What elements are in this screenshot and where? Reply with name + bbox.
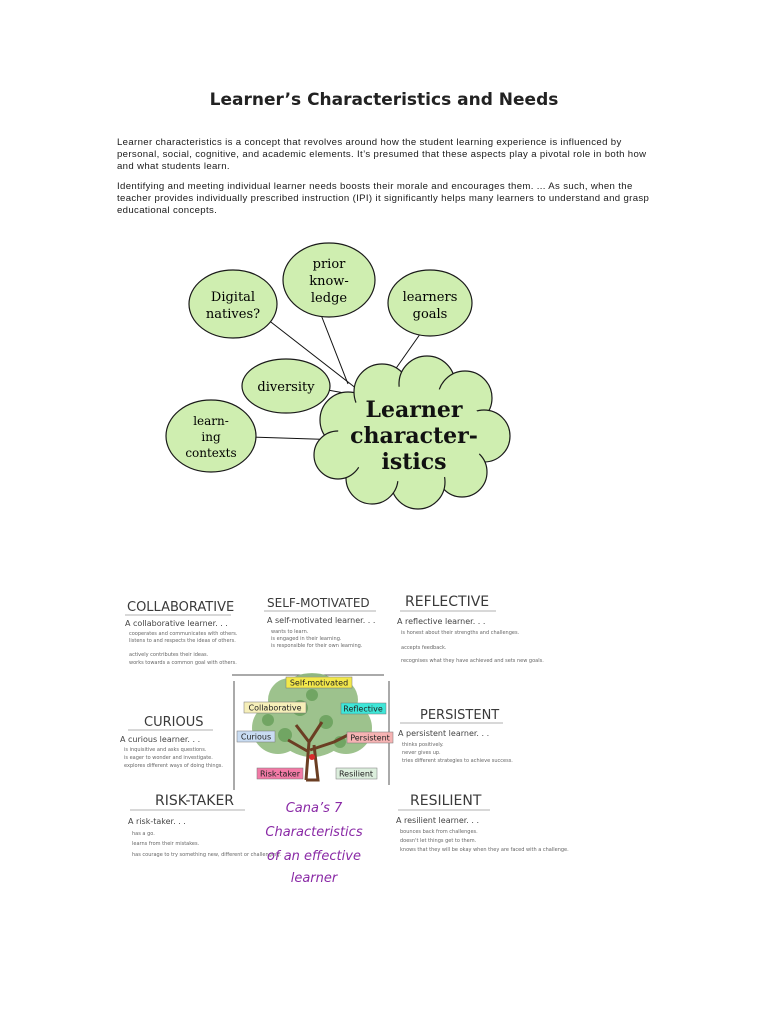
svg-text:is inquisitive and asks questi: is inquisitive and asks questions.	[124, 747, 207, 753]
svg-text:know-: know-	[309, 274, 349, 289]
tree-tag-curious: Curious	[236, 730, 276, 743]
svg-text:accepts feedback.: accepts feedback.	[401, 645, 447, 651]
tree-tag-resilient: Resilient	[335, 767, 378, 780]
svg-text:Curious: Curious	[241, 733, 271, 742]
svg-text:has courage to try something n: has courage to try something new, differ…	[132, 852, 282, 858]
svg-text:A reflective learner. . .: A reflective learner. . .	[397, 617, 485, 626]
svg-text:ing: ing	[201, 430, 221, 444]
svg-text:thinks positively.: thinks positively.	[402, 742, 444, 748]
svg-text:A resilient learner. . .: A resilient learner. . .	[396, 816, 479, 825]
svg-text:Cana’s 7: Cana’s 7	[286, 801, 343, 816]
card-resilient: RESILIENT A resilient learner. . . bounc…	[396, 793, 569, 853]
infographic: COLLABORATIVE A collaborative learner. .…	[120, 594, 569, 886]
card-self-motivated-heading: SELF-MOTIVATED	[267, 596, 370, 610]
svg-text:Digital: Digital	[211, 290, 255, 305]
svg-text:diversity: diversity	[257, 380, 315, 395]
svg-text:explores different ways of doi: explores different ways of doing things.	[124, 763, 223, 769]
infographic-caption: Cana’s 7 Characteristics of an effective…	[265, 801, 362, 886]
svg-text:Resilient: Resilient	[339, 770, 373, 779]
svg-text:learn-: learn-	[193, 414, 229, 428]
svg-text:A persistent learner. . .: A persistent learner. . .	[398, 729, 489, 738]
svg-text:Collaborative: Collaborative	[248, 704, 301, 713]
svg-text:recognises what they have achi: recognises what they have achieved and s…	[401, 658, 544, 664]
card-self-motivated: SELF-MOTIVATED A self-motivated learner.…	[264, 596, 376, 649]
bubble-prior-knowledge: prior know- ledge	[282, 242, 376, 318]
card-collaborative: COLLABORATIVE A collaborative learner. .…	[125, 600, 238, 666]
svg-text:A curious learner. . .: A curious learner. . .	[120, 735, 200, 744]
paragraph-intro: Learner characteristics is a concept tha…	[117, 137, 647, 172]
card-risk-taker-heading: RISK-TAKER	[155, 793, 234, 809]
bubble-diversity: diversity	[241, 358, 331, 414]
svg-text:of an effective: of an effective	[267, 849, 361, 864]
svg-text:A risk-taker. . .: A risk-taker. . .	[128, 817, 186, 826]
card-persistent: PERSISTENT A persistent learner. . . thi…	[398, 708, 513, 764]
svg-text:is eager to wonder and investi: is eager to wonder and investigate.	[124, 755, 213, 761]
svg-text:is honest about their strength: is honest about their strengths and chal…	[401, 630, 520, 636]
svg-text:contexts: contexts	[185, 446, 236, 460]
svg-text:is engaged in their learning.: is engaged in their learning.	[271, 636, 342, 642]
svg-text:actively contributes their ide: actively contributes their ideas.	[129, 652, 209, 658]
card-persistent-heading: PERSISTENT	[420, 708, 499, 723]
card-risk-taker: RISK-TAKER A risk-taker. . . has a go. l…	[128, 793, 282, 858]
center-line-1: Learner	[366, 397, 463, 423]
svg-text:Risk-taker: Risk-taker	[260, 770, 301, 779]
svg-text:never gives up.: never gives up.	[402, 750, 441, 756]
card-resilient-heading: RESILIENT	[410, 793, 482, 809]
svg-text:is responsible for their own l: is responsible for their own learning.	[271, 643, 363, 649]
tree-heart-icon	[309, 754, 315, 760]
svg-text:A collaborative learner. . .: A collaborative learner. . .	[125, 619, 228, 628]
svg-text:Reflective: Reflective	[343, 705, 383, 714]
document-title: Learner’s Characteristics and Needs	[209, 90, 559, 110]
svg-text:tries different strategies to: tries different strategies to achieve su…	[402, 758, 513, 764]
card-reflective-heading: REFLECTIVE	[405, 594, 489, 610]
card-reflective: REFLECTIVE A reflective learner. . . is …	[397, 594, 544, 664]
svg-text:cooperates and communicates wi: cooperates and communicates with others.	[129, 631, 238, 637]
tree-tag-reflective: Reflective	[340, 702, 387, 715]
svg-text:listens to and respects the id: listens to and respects the ideas of oth…	[129, 638, 236, 644]
svg-text:wants to learn.: wants to learn.	[271, 629, 309, 635]
svg-text:Self-motivated: Self-motivated	[290, 679, 348, 688]
center-cloud	[313, 355, 511, 510]
center-line-2: character-	[350, 423, 478, 449]
svg-text:doesn't let things get to them: doesn't let things get to them.	[400, 838, 477, 844]
svg-text:natives?: natives?	[206, 307, 260, 322]
paragraph-needs: Identifying and meeting individual learn…	[117, 181, 650, 216]
svg-text:bounces back from challenges.: bounces back from challenges.	[400, 829, 478, 835]
card-curious: CURIOUS A curious learner. . . is inquis…	[120, 715, 223, 769]
svg-text:learners: learners	[403, 290, 458, 305]
tree-tag-persistent: Persistent	[346, 731, 394, 744]
svg-text:goals: goals	[413, 307, 448, 322]
svg-text:ledge: ledge	[311, 291, 347, 306]
svg-text:Characteristics: Characteristics	[265, 825, 362, 840]
svg-text:learns from their mistakes.: learns from their mistakes.	[132, 841, 200, 847]
svg-text:works towards a common goal wi: works towards a common goal with others.	[129, 660, 237, 666]
card-collaborative-heading: COLLABORATIVE	[127, 600, 234, 615]
bubble-learning-contexts: learn- ing contexts	[165, 399, 257, 473]
svg-text:learner: learner	[291, 871, 339, 886]
tree-tag-collaborative: Collaborative	[243, 701, 307, 714]
tree-illustration	[252, 673, 372, 782]
bubble-digital-natives: Digital natives?	[188, 269, 278, 339]
center-line-3: istics	[381, 449, 446, 475]
center-label: Learner character- istics	[350, 397, 478, 475]
svg-text:knows that they will be okay w: knows that they will be okay when they a…	[400, 847, 569, 853]
card-curious-heading: CURIOUS	[144, 715, 203, 730]
bubble-learners-goals: learners goals	[387, 269, 473, 337]
tree-tag-self-motivated: Self-motivated	[285, 676, 353, 689]
svg-text:A self-motivated learner. . .: A self-motivated learner. . .	[267, 616, 375, 625]
svg-text:prior: prior	[313, 257, 347, 272]
tree-tag-risk-taker: Risk-taker	[256, 767, 304, 780]
svg-text:Persistent: Persistent	[350, 734, 390, 743]
svg-text:has a go.: has a go.	[132, 831, 155, 837]
